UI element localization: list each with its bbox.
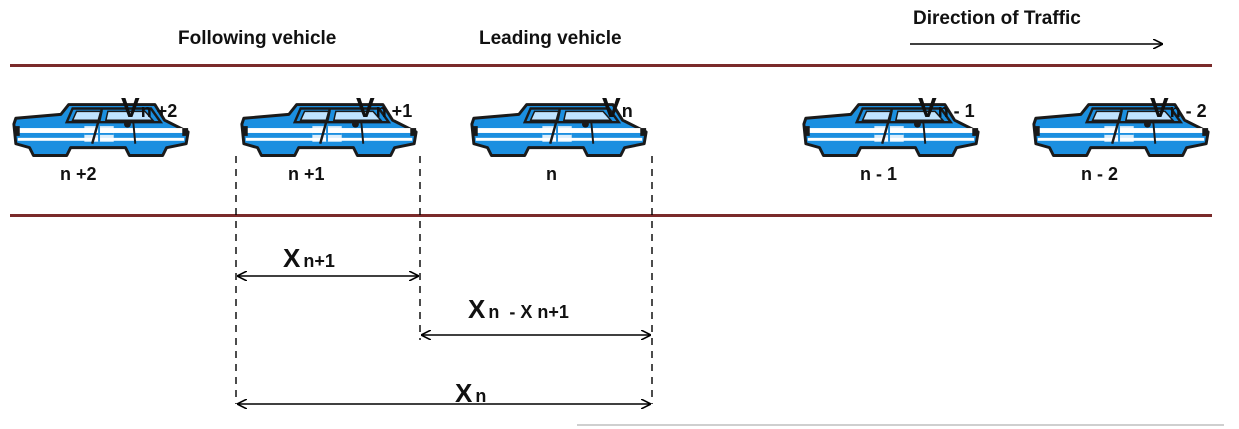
vehicle-index-n-minus-2: n - 2 bbox=[1081, 164, 1119, 184]
velocity-symbol: V bbox=[121, 92, 140, 123]
velocity-symbol: V bbox=[602, 92, 621, 123]
road-bottom-edge bbox=[10, 214, 1212, 217]
dimension-subscript: n - X n+1 bbox=[488, 302, 569, 322]
dimension-symbol: X bbox=[455, 378, 473, 408]
velocity-label-n: Vn bbox=[602, 94, 633, 122]
velocity-subscript: n - 2 bbox=[1169, 101, 1207, 121]
velocity-label-n-plus-1: Vn +1 bbox=[356, 94, 412, 122]
dimension-subscript: n+1 bbox=[303, 251, 335, 271]
leading-vehicle-label: Leading vehicle bbox=[479, 28, 622, 49]
following-vehicle-label: Following vehicle bbox=[178, 28, 337, 49]
velocity-label-n-minus-2: Vn - 2 bbox=[1150, 94, 1207, 122]
velocity-symbol: V bbox=[918, 92, 937, 123]
road-top-edge bbox=[10, 64, 1212, 67]
vehicle-index-n-minus-1: n - 1 bbox=[860, 164, 898, 184]
velocity-subscript: n +2 bbox=[140, 101, 178, 121]
dimension-subscript: n bbox=[475, 386, 487, 406]
velocity-label-n-plus-2: Vn +2 bbox=[121, 94, 177, 122]
vehicle-index-n: n bbox=[546, 164, 557, 184]
vehicle-index-n-plus-2: n +2 bbox=[60, 164, 97, 184]
direction-of-traffic-label: Direction of Traffic bbox=[913, 8, 1081, 29]
dimension-symbol: X bbox=[283, 243, 301, 273]
velocity-subscript: n bbox=[621, 101, 633, 121]
velocity-label-n-minus-1: Vn - 1 bbox=[918, 94, 975, 122]
velocity-symbol: V bbox=[356, 92, 375, 123]
bottom-rule bbox=[577, 424, 1224, 426]
velocity-subscript: n - 1 bbox=[937, 101, 975, 121]
vehicle-index-n-plus-1: n +1 bbox=[288, 164, 325, 184]
velocity-symbol: V bbox=[1150, 92, 1169, 123]
dimension-symbol: X bbox=[468, 294, 486, 324]
velocity-subscript: n +1 bbox=[375, 101, 413, 121]
